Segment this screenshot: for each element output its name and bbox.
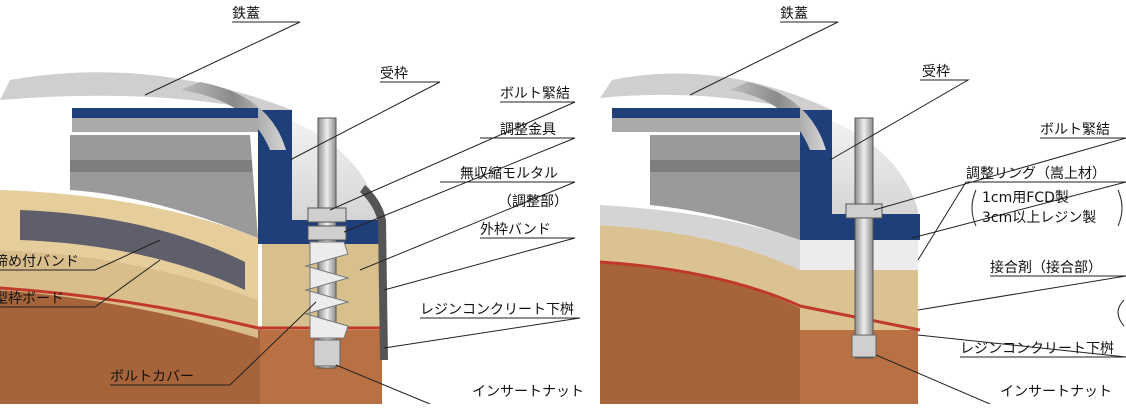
left-concrete-stripe <box>70 160 252 172</box>
left-band-inset <box>20 210 245 290</box>
right-blue-frame <box>800 110 920 240</box>
left-bolt-nut-bottom <box>307 225 347 241</box>
right-bolt-nut <box>845 203 883 219</box>
label-resin-left: レジンコンクリート下桝 <box>420 302 574 318</box>
lead-resin-right <box>917 334 1126 358</box>
left-lid-plate-edge <box>72 118 258 132</box>
label-insertnut-left: インサートナット <box>472 384 584 400</box>
label-band-left: 外枠バンド <box>480 222 551 238</box>
lead-insertnut-right <box>875 354 991 405</box>
lead-insertnut-left <box>335 364 431 405</box>
label-ukewaku-right: 受枠 <box>922 64 950 80</box>
left-lid-top <box>0 72 292 110</box>
lead-ring-b <box>917 181 967 261</box>
lead-boltcover <box>110 301 317 386</box>
label-kanagu-left: 調整金具 <box>500 122 556 138</box>
right-concrete-stripe <box>650 160 800 172</box>
left-bolt-cover <box>304 241 350 339</box>
lead-shimetsuke <box>0 239 161 271</box>
lead-kanagu-left <box>343 137 576 233</box>
left-red-seam <box>0 286 384 330</box>
lead-ring-a <box>911 181 1126 239</box>
right-resin-base <box>600 262 800 404</box>
left-diagram: 鉄蓋 受枠 ボルト緊結 調整金具 無収縮モルタル （調整部） 外枠バンド 締め付… <box>0 6 584 405</box>
label-katawaku: 型枠ボード <box>0 291 64 307</box>
lead-resin-left <box>383 317 581 349</box>
left-outer-band <box>360 185 388 360</box>
label-insertnut-right: インサートナット <box>1000 384 1112 400</box>
bracket-close <box>1117 189 1123 227</box>
label-choseibu-left: （調整部） <box>498 194 568 210</box>
right-insert-nut <box>851 334 877 358</box>
left-mortar-ring <box>0 250 258 338</box>
right-lid-curve <box>730 82 826 150</box>
label-ukewaku-left: 受枠 <box>380 66 408 82</box>
lead-band-left <box>383 237 576 291</box>
left-bolt-nut-top <box>307 207 347 223</box>
lead-ukewaku-right <box>829 79 970 161</box>
lead-tetsubuta-left <box>144 21 301 96</box>
label-mortar-left: 無収縮モルタル <box>460 166 558 182</box>
lead-bolt-left <box>329 101 576 211</box>
right-adjust-ring-side <box>600 205 800 270</box>
lead-mortar-left <box>359 181 576 271</box>
label-bolt-right: ボルト緊結 <box>1040 122 1110 138</box>
label-joint-right: 接合剤（接合部） <box>990 259 1102 276</box>
right-diagram: 鉄蓋 受枠 ボルト緊結 調整リング（嵩上材） 1cm用FCD製 3cm以上レジン… <box>599 6 1126 405</box>
label-resin-right: レジンコンクリート下桝 <box>960 341 1114 357</box>
label-bolt-left: ボルト緊結 <box>500 86 570 102</box>
right-bolt-shaft <box>854 117 874 359</box>
bracket-open <box>971 189 977 227</box>
label-boltcover: ボルトカバー <box>110 369 194 385</box>
right-lid-top <box>600 73 832 110</box>
lead-katawaku <box>0 259 161 308</box>
left-blue-frame <box>258 110 382 244</box>
left-lid-curve <box>180 82 286 150</box>
label-tetsubuta-right: 鉄蓋 <box>780 6 808 22</box>
label-ring-right: 調整リング（嵩上材） <box>966 166 1106 182</box>
lead-joint-right <box>917 275 1126 311</box>
label-tetsubuta-left: 鉄蓋 <box>232 6 260 22</box>
lead-ukewaku-left <box>289 81 441 161</box>
lead-tetsubuta-right <box>689 21 839 96</box>
label-ring-1cm: 1cm用FCD製 <box>982 190 1069 206</box>
label-ring-3cm: 3cm以上レジン製 <box>982 210 1096 226</box>
lead-bolt-right <box>873 137 1126 211</box>
left-insert-nut <box>313 339 341 367</box>
right-lid-plate-edge <box>612 118 800 132</box>
right-red-seam <box>599 260 921 332</box>
edge-arc-right <box>1117 299 1125 327</box>
label-shimetsuke: 締め付バンド <box>0 253 79 270</box>
